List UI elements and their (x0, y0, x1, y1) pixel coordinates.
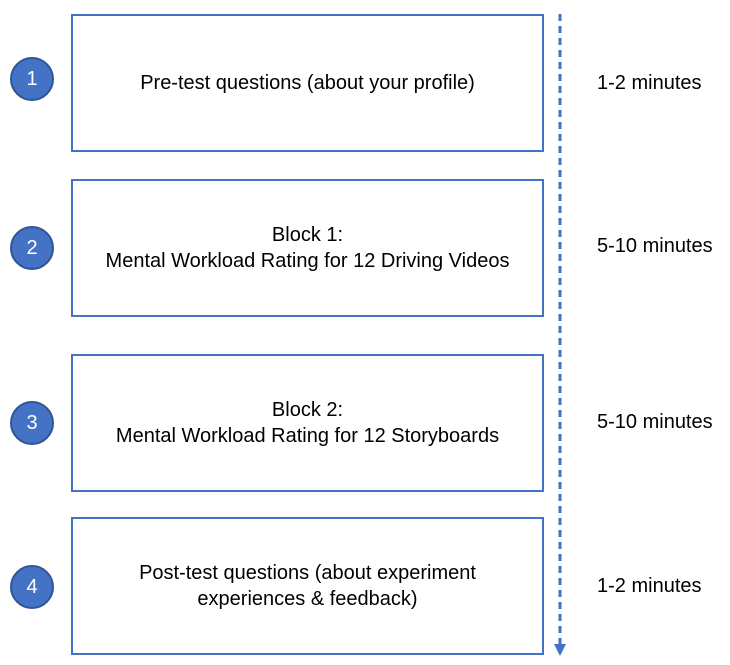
step-number-badge-4: 4 (10, 565, 54, 609)
timeline-arrow (554, 14, 566, 656)
step-duration-4: 1-2 minutes (597, 575, 702, 597)
step-duration-1: 1-2 minutes (597, 72, 702, 94)
step-text-line: Mental Workload Rating for 12 Driving Vi… (105, 250, 510, 272)
step-number: 4 (26, 575, 38, 598)
step-box-1: Pre-test questions (about your profile) (71, 14, 544, 152)
step-number-badge-3: 3 (10, 401, 54, 445)
step-text-line: Block 2: (271, 399, 344, 421)
arrow-head-icon (554, 644, 566, 656)
step-text-line: Block 1: (271, 224, 344, 246)
step-duration-2: 5-10 minutes (597, 235, 713, 257)
step-number: 2 (26, 236, 38, 259)
step-number: 1 (26, 67, 38, 90)
step-number-badge-2: 2 (10, 226, 54, 270)
step-number: 3 (26, 411, 38, 434)
step-box-3: Block 2: Mental Workload Rating for 12 S… (71, 354, 544, 492)
step-text-line: Pre-test questions (about your profile) (140, 72, 475, 94)
step-text-line: experiences & feedback) (197, 588, 418, 610)
step-duration-3: 5-10 minutes (597, 411, 713, 433)
step-text-line: Mental Workload Rating for 12 Storyboard… (115, 425, 500, 447)
step-box-2: Block 1: Mental Workload Rating for 12 D… (71, 179, 544, 317)
step-box-4: Post-test questions (about experiment ex… (71, 517, 544, 655)
step-number-badge-1: 1 (10, 57, 54, 101)
step-text-line: Post-test questions (about experiment (139, 562, 476, 584)
